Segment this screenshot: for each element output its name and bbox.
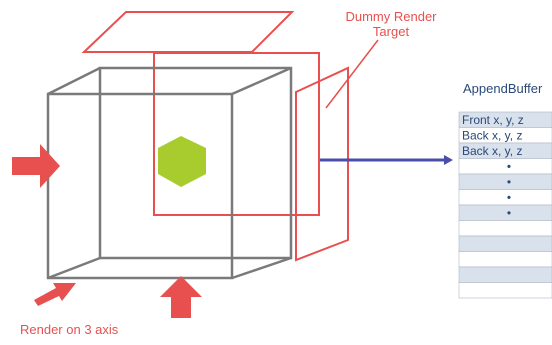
front-render-plane <box>153 52 320 216</box>
scene-object-hexagon <box>158 136 206 187</box>
buffer-row <box>458 235 552 252</box>
buffer-row <box>458 204 552 221</box>
dummy-render-target-label-line2: Target <box>373 24 410 39</box>
buffer-row <box>458 220 552 237</box>
dummy-render-target-callout-line <box>325 39 379 109</box>
arrow-up-icon <box>160 276 202 318</box>
append-buffer-title: AppendBuffer <box>463 81 543 96</box>
buffer-row <box>458 189 552 206</box>
cube-wireframe <box>46 66 293 280</box>
buffer-row <box>458 266 552 283</box>
buffer-row-text: Back x, y, z <box>462 129 522 143</box>
render-on-axes-label: Render on 3 axis <box>20 322 119 337</box>
buffer-row-text: • <box>507 191 511 205</box>
buffer-row-text: Back x, y, z <box>462 144 522 158</box>
arrow-diagonal-icon <box>34 283 76 306</box>
buffer-row-text: • <box>507 160 511 174</box>
buffer-row-text: Front x, y, z <box>462 113 524 127</box>
buffer-row <box>458 282 552 299</box>
arrow-right-icon <box>12 144 60 188</box>
dummy-render-target-plane <box>295 66 349 262</box>
arrow-to-buffer-icon <box>320 155 453 165</box>
buffer-row <box>458 158 552 175</box>
buffer-row-text: • <box>507 206 511 220</box>
buffer-row-text: • <box>507 175 511 189</box>
buffer-row <box>458 173 552 190</box>
buffer-row <box>458 251 552 268</box>
top-render-plane <box>81 11 295 53</box>
dummy-render-target-label-line1: Dummy Render <box>345 9 437 24</box>
